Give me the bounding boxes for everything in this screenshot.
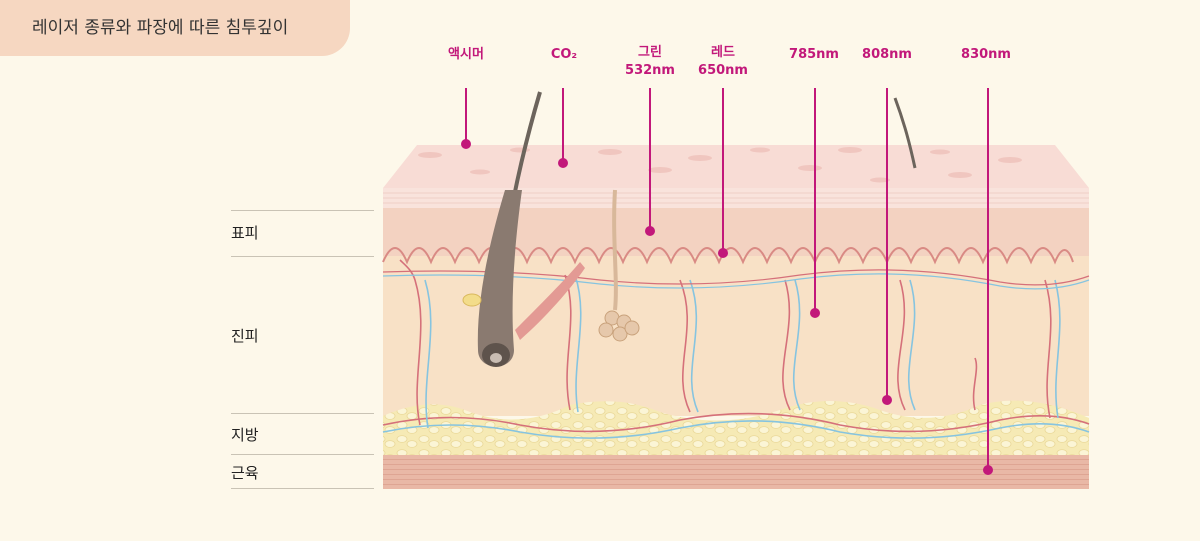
label-fat: 지방	[231, 426, 259, 444]
laser-label-red-650: 레드 650nm	[698, 45, 748, 78]
laser-label-808: 808nm	[862, 47, 912, 62]
hair-follicle	[477, 91, 542, 367]
laser-dot-808	[882, 395, 892, 405]
laser-dot-red-650	[718, 248, 728, 258]
sebaceous-gland	[462, 293, 482, 307]
laser-dot-green-532	[645, 226, 655, 236]
blood-vessels	[382, 259, 1090, 439]
sweat-gland	[598, 189, 640, 342]
surface-hair	[893, 97, 917, 169]
laser-label-green-532: 그린 532nm	[625, 45, 675, 78]
separator-dermis-fat	[231, 413, 374, 414]
separator-bottom-muscle	[231, 488, 374, 489]
laser-dot-excimer	[461, 139, 471, 149]
label-epidermis: 표피	[231, 224, 259, 242]
muscle-layer	[383, 455, 1089, 489]
label-dermis: 진피	[231, 327, 259, 345]
separator-fat-muscle	[231, 454, 374, 455]
laser-indicators	[461, 88, 993, 475]
arrector-pili-muscle	[515, 262, 585, 340]
label-muscle: 근육	[231, 464, 259, 482]
skin-surface	[383, 145, 1089, 188]
page-title: 레이저 종류와 파장에 따른 침투깊이	[32, 18, 289, 38]
laser-label-785: 785nm	[789, 47, 839, 62]
laser-label-co2: CO₂	[550, 47, 578, 62]
laser-label-830: 830nm	[961, 47, 1011, 62]
laser-dot-785	[810, 308, 820, 318]
separator-epidermis-dermis	[231, 256, 374, 257]
laser-label-excimer: 액시머	[448, 47, 484, 62]
separator-top-epidermis	[231, 210, 374, 211]
laser-dot-830	[983, 465, 993, 475]
laser-dot-co2	[558, 158, 568, 168]
title-tab: 레이저 종류와 파장에 따른 침투깊이	[0, 0, 350, 56]
fat-layer	[383, 400, 1089, 455]
